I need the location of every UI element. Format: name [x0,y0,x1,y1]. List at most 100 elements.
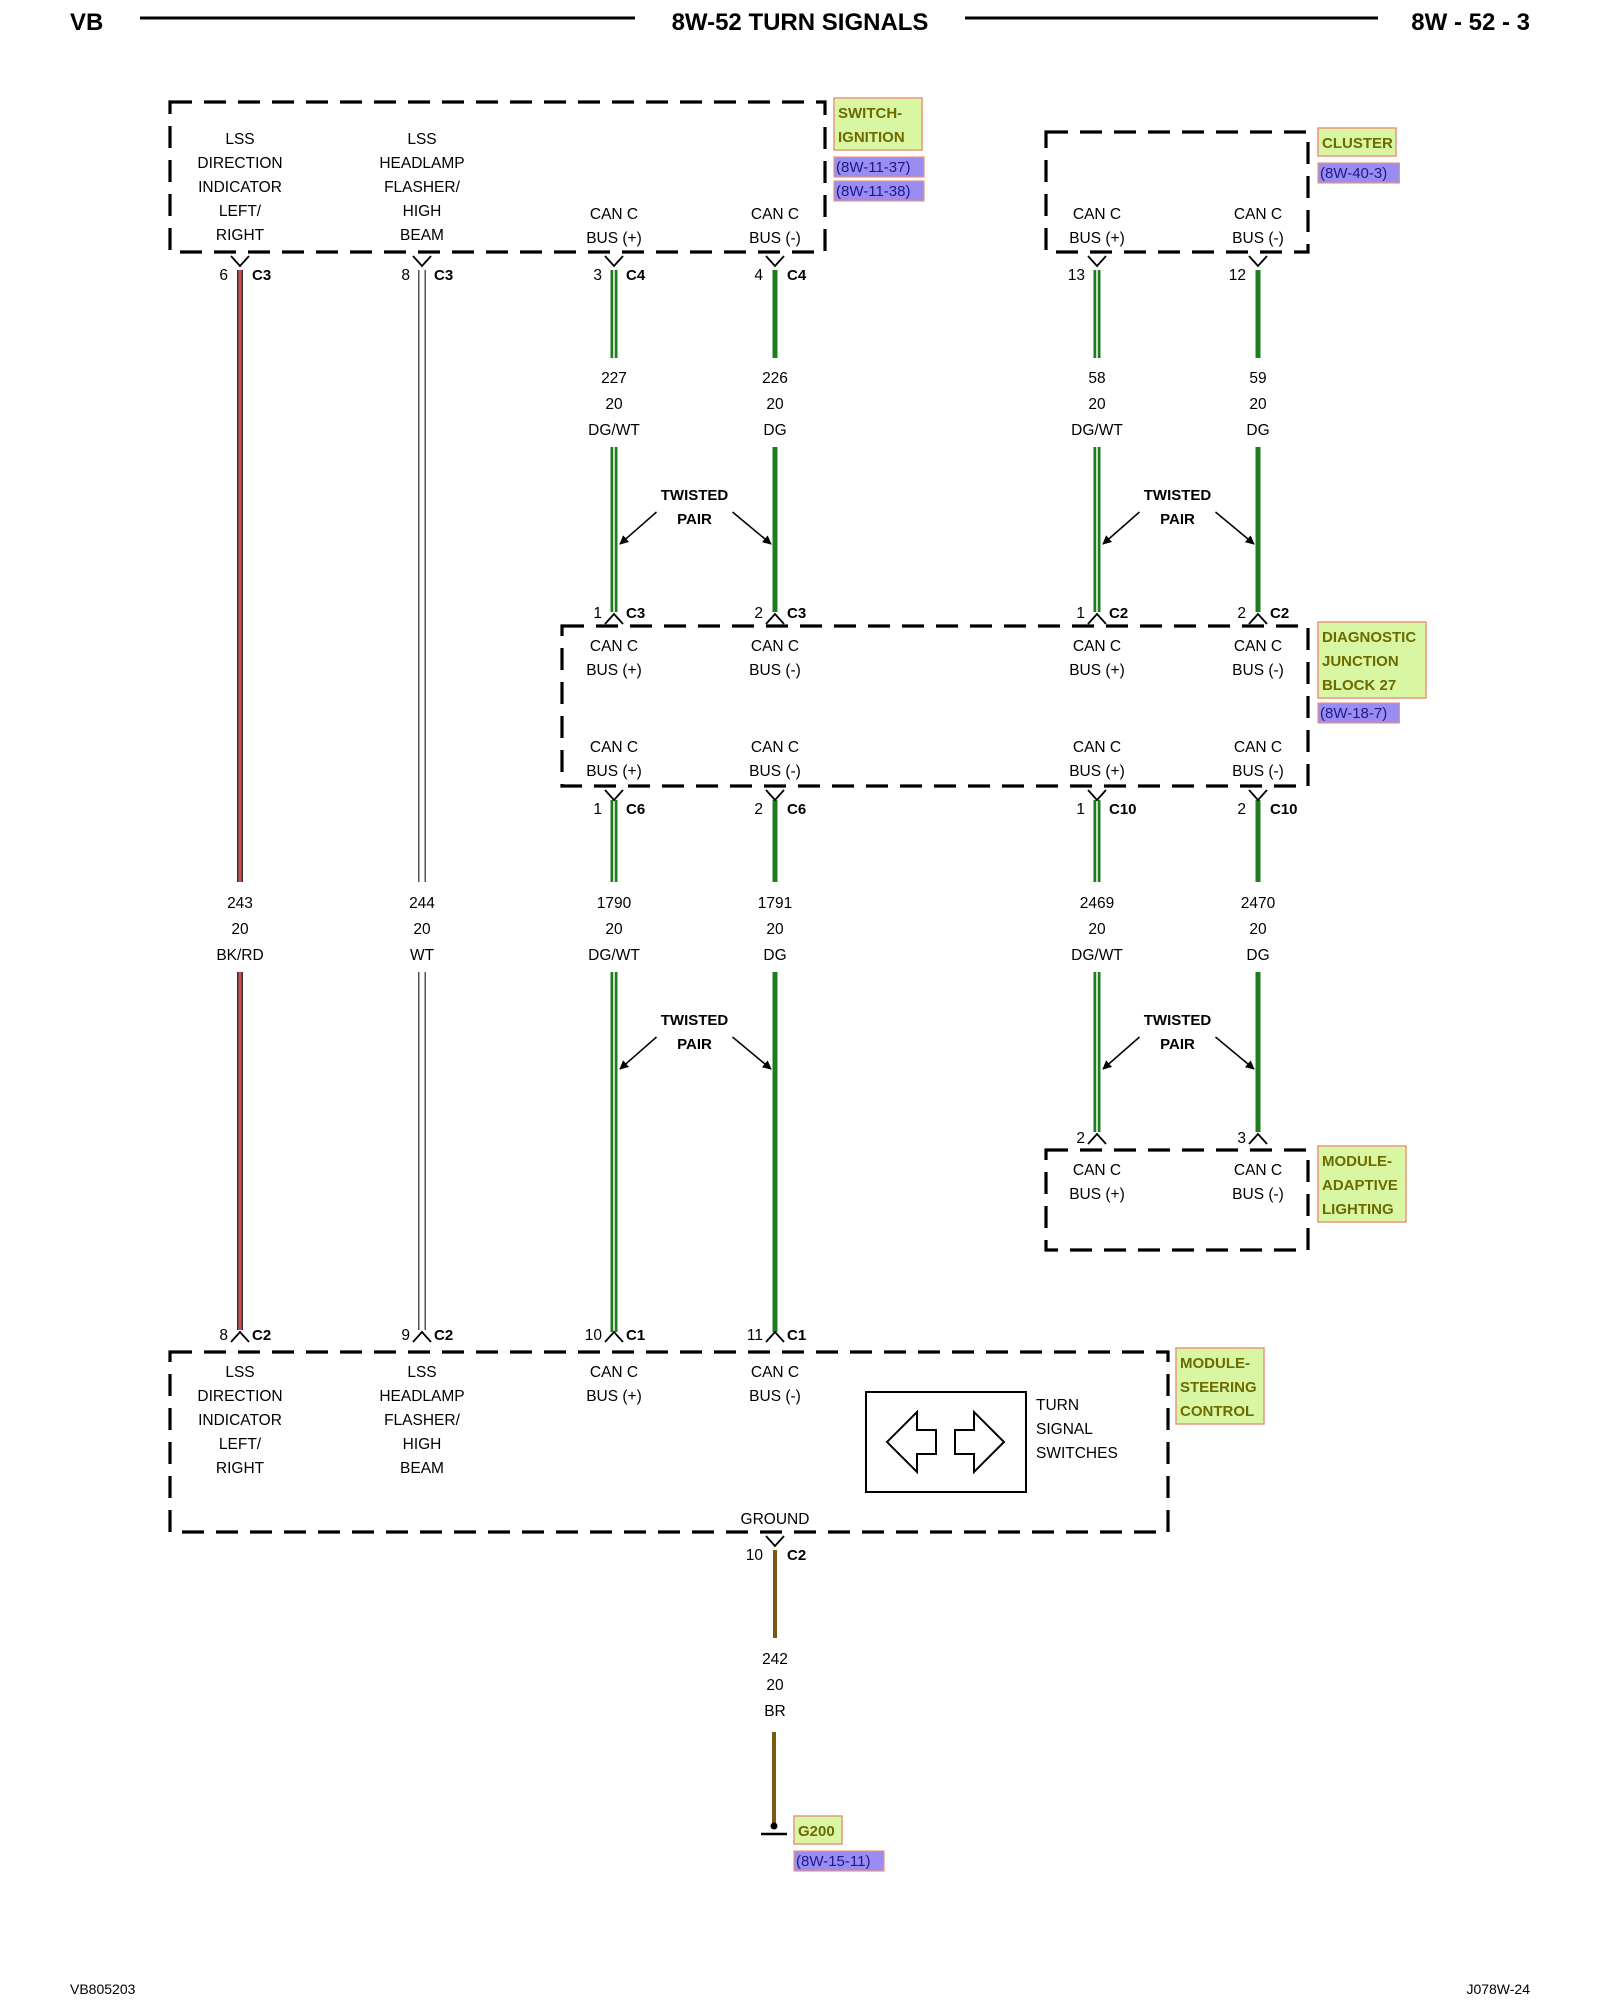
dj-label-6: BUS (+) [1069,763,1125,780]
ground-tag-bg [793,1815,843,1845]
dj-label-1: BUS (-) [749,662,801,679]
cl-label-1: BUS (-) [1232,230,1284,247]
diag-junction-tag-text: BLOCK 27 [1322,677,1396,694]
wire-lower-3-label: 1791 [758,895,792,912]
right-arrow-icon [954,1409,1006,1475]
adaptive-lighting-tag-text: ADAPTIVE [1322,1177,1398,1194]
diag-junction-tag-text: JUNCTION [1322,653,1399,670]
sc-label-2: CAN C [590,1364,638,1381]
pin-djt-0-connector: C3 [626,605,645,622]
dj-label-1: CAN C [751,638,799,655]
pin-si-1 [412,255,432,268]
pin-sc-0-connector: C2 [252,1327,271,1344]
pin-si-2 [604,255,624,268]
wire-upper-1-label: 20 [766,396,784,413]
al-label-0: CAN C [1073,1162,1121,1179]
twisted-pair-1-arrow-left [619,511,657,545]
wire-upper-2-label: 58 [1088,370,1105,387]
wire-upper-3-label: 59 [1249,370,1266,387]
wire-lower-2-label: DG/WT [588,947,640,964]
si-label-1: BEAM [400,227,444,244]
pin-cl-1 [1248,255,1268,268]
switch-ignition-ref-2-text: (8W-11-38) [836,183,910,200]
pin-djt-1-number: 2 [754,605,763,622]
pin-sc-1 [412,1330,432,1343]
wire-upper-0-label: DG/WT [588,422,640,439]
wire-lower-1-label: 244 [409,895,435,912]
wire-ground-label: 20 [766,1677,784,1694]
twisted-pair-4-line1: TWISTED [1144,1012,1212,1029]
wire-lower-2-label: 1790 [597,895,632,912]
pin-djb-0-number: 1 [593,801,602,818]
diag-junction-tag-bg [1317,621,1427,699]
pin-djb-1 [765,789,785,802]
header-right: 8W - 52 - 3 [1411,9,1530,36]
twisted-pair-3-arrow-left [619,1036,657,1070]
pin-djt-3-number: 2 [1237,605,1246,622]
page-header: VB 8W-52 TURN SIGNALS 8W - 52 - 3 [70,9,1530,36]
switch-ignition-tag-bg [833,97,923,151]
twisted-pair-1-line2: PAIR [677,511,712,528]
twisted-pair-2-line1: TWISTED [1144,487,1212,504]
pin-djb-2 [1087,789,1107,802]
sc-label-2: BUS (+) [586,1388,642,1405]
twisted-pair-4-line2: PAIR [1160,1036,1195,1053]
ground-ref-text: (8W-15-11) [796,1853,870,1870]
sc-label-1: HEADLAMP [379,1388,464,1405]
twisted-pair-3-line2: PAIR [677,1036,712,1053]
twisted-pair-4-arrow-right [1215,1036,1255,1070]
sc-label-1: LSS [407,1364,436,1381]
adaptive-lighting-tag-text: MODULE- [1322,1153,1392,1170]
pin-sc-3-number: 11 [747,1327,763,1344]
wire-lower-0-label: BK/RD [216,947,263,964]
si-label-3: CAN C [751,206,799,223]
ground-label: GROUND [741,1511,810,1528]
wire-lower-3-label: 20 [766,921,784,938]
dj-label-3: BUS (-) [1232,662,1284,679]
pin-al-1 [1248,1132,1268,1145]
wire-lower-5-label: 20 [1249,921,1267,938]
pin-djt-1-connector: C3 [787,605,806,622]
si-label-1: HIGH [403,203,442,220]
diag-junction-ref-bg [1317,702,1401,724]
pin-djb-1-connector: C6 [787,801,806,818]
header-left: VB [70,9,103,36]
diag-junction-ref-text: (8W-18-7) [1320,705,1387,722]
wire-lower-0-label: 243 [227,895,253,912]
pin-djt-2-connector: C2 [1109,605,1128,622]
pin-sc-2 [604,1330,624,1343]
pin-sc-2-connector: C1 [626,1327,645,1344]
steering-control-tag-text: MODULE- [1180,1355,1250,1372]
ground-tag-text: G200 [798,1823,835,1840]
twisted-pair-2-line2: PAIR [1160,511,1195,528]
switch-ignition-ref-1-bg [833,156,925,178]
cluster-ref-text: (8W-40-3) [1320,165,1387,182]
wire-lower-4-label: DG/WT [1071,947,1123,964]
si-label-1: FLASHER/ [384,179,460,196]
pin-sc-0 [230,1330,250,1343]
dj-label-4: CAN C [590,739,638,756]
cluster-box [1044,130,1310,254]
sc-label-0: LSS [225,1364,254,1381]
pin-djb-1-number: 2 [754,801,763,818]
pin-djt-1 [765,612,785,625]
twisted-pair-1-arrow-right [732,511,772,545]
si-label-0: INDICATOR [198,179,282,196]
pin-sc-0-number: 8 [219,1327,228,1344]
sc-label-0: DIRECTION [197,1388,282,1405]
page-title: 8W-52 TURN SIGNALS [672,9,929,36]
wire-lower-4-label: 2469 [1080,895,1114,912]
turn-signal-frame [865,1391,1027,1493]
twisted-pair-2-arrow-left [1102,511,1140,545]
turn-signal-label: TURN [1036,1397,1079,1414]
twisted-pair-2-arrow-right [1215,511,1255,545]
sc-label-3: CAN C [751,1364,799,1381]
switch-ignition-ref-2-bg [833,180,925,202]
pin-si-3-connector: C4 [787,267,807,284]
pin-sc-1-number: 9 [401,1327,410,1344]
switch-ignition-ref-1-text: (8W-11-37) [836,159,910,176]
pin-djb-0 [604,789,624,802]
si-label-2: CAN C [590,206,638,223]
wire-upper-3-label: DG [1246,422,1269,439]
